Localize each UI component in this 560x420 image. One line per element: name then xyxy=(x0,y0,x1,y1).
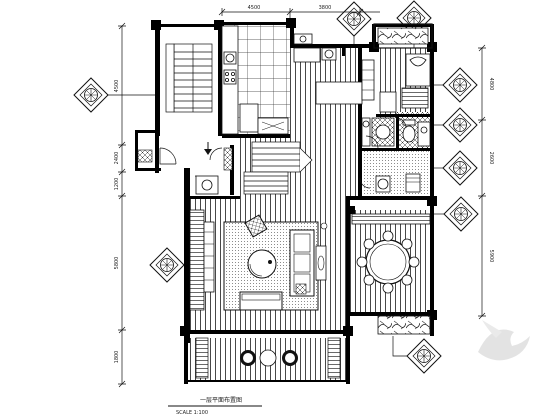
entry-arrow-icon xyxy=(204,142,212,155)
dimension-labels: 4500 3800 4500 2400 1200 5800 1800 4800 … xyxy=(114,5,494,363)
drawing-subtitle: SCALE 1:100 xyxy=(176,410,208,416)
dining-chairs xyxy=(356,230,420,294)
coffee-table xyxy=(247,249,277,279)
diamond-elevation-icon xyxy=(442,150,478,186)
dim-left-4: 5800 xyxy=(114,257,120,270)
dim-top-2: 3800 xyxy=(319,5,332,11)
drawing-title: 一层平面布置图 xyxy=(200,396,242,404)
dim-left-1: 4500 xyxy=(114,80,120,93)
kitchen-counters xyxy=(221,25,289,135)
diamond-elevation-icon xyxy=(442,67,478,103)
kitchen-island xyxy=(315,81,363,105)
dining-room-furniture xyxy=(351,213,431,335)
dim-left-2: 2400 xyxy=(114,152,120,165)
diamond-elevation-icon xyxy=(149,247,185,283)
diamond-elevation-icon xyxy=(336,1,372,37)
dimension-lines xyxy=(118,8,486,388)
living-room-furniture xyxy=(223,214,328,311)
bathroom-fixtures xyxy=(361,117,431,147)
bird-watermark-icon xyxy=(478,320,530,361)
balcony-top xyxy=(373,23,433,49)
terrace-table xyxy=(259,349,277,367)
armchair xyxy=(244,214,268,238)
console-cabinet xyxy=(189,175,219,311)
diamond-elevation-icon xyxy=(442,107,478,143)
dim-left-3: 1200 xyxy=(114,178,120,191)
utility-area xyxy=(293,33,375,105)
staircase-left xyxy=(165,43,213,113)
utility-room-right xyxy=(375,173,421,193)
dim-left-5: 1800 xyxy=(114,351,120,364)
dim-top-1: 4500 xyxy=(248,5,261,11)
staircase-center xyxy=(243,141,313,195)
terrace-furniture xyxy=(195,337,341,379)
entry-plinths xyxy=(137,147,233,171)
dining-marble-feature xyxy=(377,315,431,335)
diamond-elevation-icon xyxy=(73,77,109,113)
drawing-title-block: 一层平面布置图 SCALE 1:100 xyxy=(168,396,262,416)
dim-right-1: 4800 xyxy=(488,78,494,91)
bedroom-upper-right xyxy=(379,53,431,113)
dim-right-2: 2600 xyxy=(488,152,494,165)
walls xyxy=(135,22,434,384)
diamond-elevation-icon xyxy=(406,338,442,374)
dim-right-3: 5900 xyxy=(488,250,494,263)
diamond-elevation-icon xyxy=(443,196,479,232)
